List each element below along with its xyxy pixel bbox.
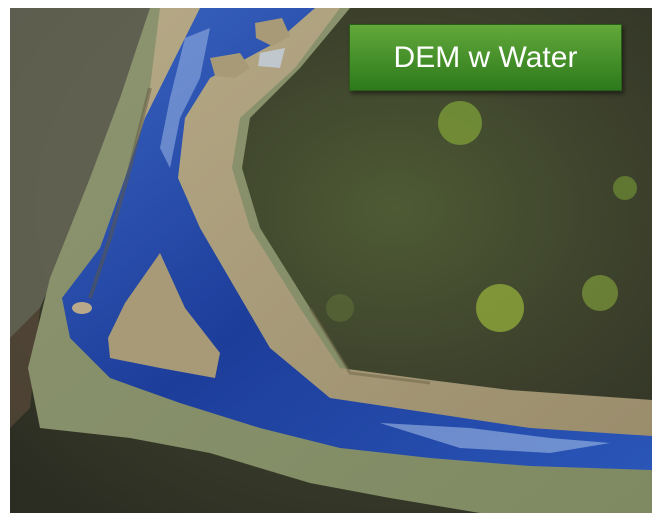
tree-canopy bbox=[476, 284, 524, 332]
small-island bbox=[210, 53, 250, 78]
bank-shadow bbox=[88, 87, 152, 299]
small-island bbox=[255, 18, 290, 46]
river-island bbox=[108, 253, 220, 378]
water-highlight bbox=[380, 423, 610, 453]
water-highlight bbox=[160, 28, 210, 168]
bank-shadow bbox=[308, 307, 431, 385]
left-brown-terrain bbox=[10, 308, 40, 428]
tree-canopy bbox=[326, 294, 354, 322]
tree-canopy bbox=[582, 275, 618, 311]
tree-canopy bbox=[438, 101, 482, 145]
tree-canopy bbox=[613, 176, 637, 200]
title-label: DEM w Water bbox=[349, 24, 622, 91]
dem-water-render bbox=[10, 8, 652, 513]
small-mound bbox=[72, 302, 92, 314]
map-canvas bbox=[10, 8, 652, 513]
water-highlight bbox=[258, 48, 285, 68]
